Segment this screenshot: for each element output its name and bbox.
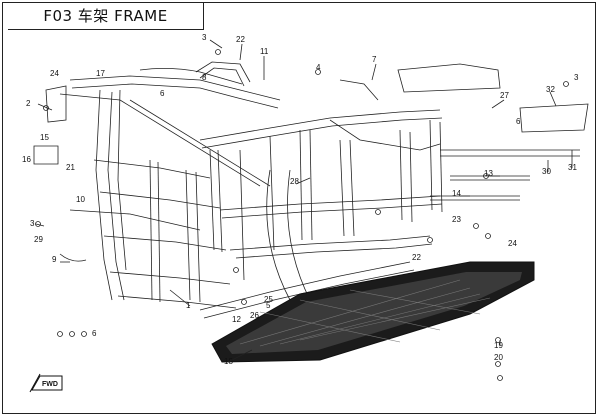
sheet-border (2, 2, 596, 414)
callout-19: 19 (494, 341, 503, 350)
callout-4: 4 (316, 63, 321, 72)
forward-label: FWD (42, 381, 58, 388)
callout-3c: 3 (574, 73, 579, 82)
callout-31: 31 (568, 163, 577, 172)
callout-3b: 3 (30, 219, 35, 228)
callout-9: 9 (52, 255, 57, 264)
callout-labels: 1 2 3 3 3 4 5 6 6 6 7 8 9 10 11 12 13 14… (22, 33, 579, 366)
callout-8: 8 (202, 73, 207, 82)
callout-7: 7 (372, 55, 377, 64)
callout-27: 27 (500, 91, 509, 100)
callout-12: 12 (232, 315, 241, 324)
callout-6b: 6 (92, 329, 97, 338)
callout-23: 23 (452, 215, 461, 224)
main-frame (33, 61, 589, 319)
callout-32: 32 (546, 85, 555, 94)
forward-arrow-icon: FWD (29, 373, 63, 393)
callout-5: 5 (266, 301, 271, 310)
callout-13: 13 (484, 169, 493, 178)
callout-15: 15 (40, 133, 49, 142)
callout-20: 20 (494, 353, 503, 362)
callout-21: 21 (66, 163, 75, 172)
callout-24b: 24 (508, 239, 517, 248)
callout-25: 25 (264, 295, 273, 304)
callout-3: 3 (202, 33, 207, 42)
callout-30: 30 (542, 167, 551, 176)
callout-29: 29 (34, 235, 43, 244)
title-block: F03 车架 FRAME (8, 2, 204, 30)
callout-22: 22 (236, 35, 245, 44)
callout-6c: 6 (516, 117, 521, 126)
callout-11: 11 (260, 47, 269, 56)
callout-6: 6 (160, 89, 165, 98)
floor-tray (211, 261, 535, 363)
callout-28: 28 (290, 177, 299, 186)
leader-lines (35, 39, 573, 363)
callout-24: 24 (50, 69, 59, 78)
callout-14: 14 (452, 189, 461, 198)
callout-17: 17 (96, 69, 105, 78)
callout-26: 26 (250, 311, 259, 320)
callout-16: 16 (22, 155, 31, 164)
callout-2: 2 (26, 99, 31, 108)
callout-10: 10 (76, 195, 85, 204)
hardware-glyphs (35, 49, 569, 381)
callout-22b: 22 (412, 253, 421, 262)
callout-1: 1 (186, 301, 191, 310)
diagram-title: F03 车架 FRAME (43, 7, 168, 25)
